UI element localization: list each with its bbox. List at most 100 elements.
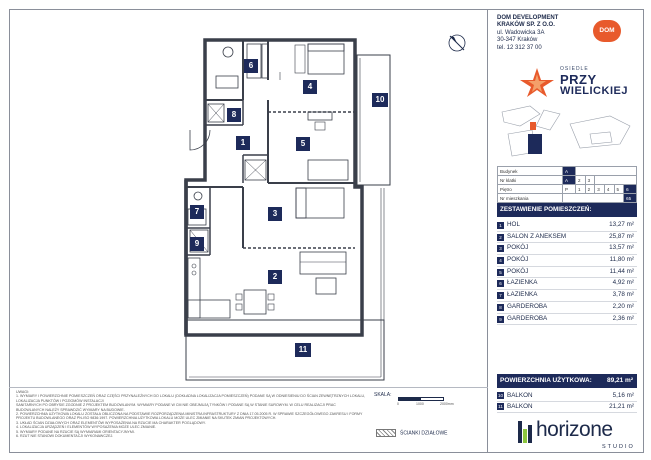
room-number: 7 [497, 292, 504, 300]
note-line: 2. POWIERZCHNIA UŻYTKOWA LOKALU ZOSTAŁA … [16, 412, 363, 417]
table-cell: 5 [613, 184, 625, 194]
room-number: 2 [497, 233, 504, 241]
balcony-name: BALKON [507, 403, 533, 410]
sheet-frame [9, 9, 644, 453]
room-number: 1 [497, 222, 504, 229]
bed [295, 187, 345, 219]
room-area: 11,44 m² [609, 267, 634, 275]
table-cell: 2 [575, 175, 586, 185]
notes-title: UWAGI: [16, 390, 30, 394]
note-line: 1. WYMIARY I POWIERZCHNIE POMIESZCZEŃ OR… [16, 394, 366, 403]
horizone-word: horizone [536, 418, 613, 441]
total-area-value: 89,21 m² [606, 377, 633, 384]
walls-legend-label: ŚCIANKI DZIAŁOWE [400, 430, 448, 437]
table-cell: A [562, 166, 576, 176]
room-label-7: 7 [190, 205, 204, 219]
table-cell: P [562, 184, 576, 194]
room-name: GARDEROBA [507, 314, 548, 322]
table-label: Nr klatki [497, 175, 563, 185]
balcony-name: BALKON [507, 392, 533, 399]
room-area: 4,92 m² [612, 279, 634, 287]
room-name: SALON Z ANEKSEM [507, 232, 567, 240]
balcony-area: 5,16 m² [612, 392, 634, 399]
total-area-bar: POWIERZCHNIA UŻYTKOWA: 89,21 m² [497, 374, 637, 388]
scale-tick-2: 2000mm [440, 402, 454, 406]
table-cell: A [562, 175, 576, 185]
entrance-door [189, 129, 211, 151]
room-number: 9 [497, 315, 504, 323]
notes-divider [9, 387, 488, 388]
balcony-number: 11 [497, 403, 504, 410]
scale-tick-0: 0 [397, 402, 399, 406]
scale-tick-1: 1000 [416, 402, 424, 406]
room-name: ŁAZIENKA [507, 279, 538, 287]
company-phone: tel. 12 312 37 00 [497, 44, 542, 51]
table-cell: 1 [575, 184, 586, 194]
panel-divider [487, 9, 488, 453]
table-row: Nr klatki A 2 3 [497, 175, 637, 185]
room-label-4: 4 [303, 80, 317, 94]
company-street: ul. Wadowicka 3A [497, 29, 545, 36]
table-cell: 3 [584, 175, 596, 185]
table-cell: 4 [603, 184, 615, 194]
balcony-11-outline [185, 319, 385, 381]
room-label-2: 2 [268, 270, 282, 284]
toilet [222, 46, 234, 58]
room-name: POKÓJ [507, 244, 529, 252]
apartment-info-table: Budynek A Nr klatki A 2 3 Piętro P 1 2 3… [497, 166, 637, 203]
table-cell: 65 [623, 193, 637, 203]
brand-wielickiej: WIELICKIEJ [560, 85, 628, 97]
table-row: Budynek A [497, 166, 637, 176]
company-name: DOM DEVELOPMENT [497, 15, 559, 21]
room-label-6: 6 [244, 59, 258, 73]
room-label-3: 3 [268, 207, 282, 221]
star-logo-icon [520, 68, 554, 97]
balcony-area: 21,21 m² [609, 403, 634, 410]
room-name: ŁAZIENKA [507, 291, 538, 299]
room-area: 2,20 m² [612, 302, 634, 310]
company-city: 30-347 Kraków [497, 37, 538, 44]
room-area: 2,36 m² [612, 314, 634, 322]
outer-wall [184, 38, 364, 337]
table-cell: 2 [584, 184, 596, 194]
room-area: 13,27 m² [609, 221, 634, 228]
site-minimap [501, 105, 631, 157]
brand-osiedle: OSIEDLE [560, 66, 589, 72]
note-line: 5. WYMIARY PODANE NA RZUCIE SĄ WYMIARAMI… [16, 429, 135, 434]
note-line: 3. UKŁAD ŚCIAN DZIAŁOWYCH ORAZ ELEMENTÓW… [16, 420, 206, 425]
kitchen-counter [187, 257, 201, 319]
room-label-1: 1 [236, 136, 250, 150]
notes: UWAGI: 1. WYMIARY I POWIERZCHNIE POMIESZ… [16, 390, 368, 438]
note-line: 6. RZUT NIE STANOWI DOKUMENTACJI WYKONAW… [16, 434, 114, 439]
horizone-studio: STUDIO [602, 444, 635, 450]
horizone-mark-icon [518, 421, 532, 443]
rooms-header: ZESTAWIENIE POMIESZCZEŃ: [497, 203, 637, 217]
brand-przy: PRZY [560, 72, 597, 87]
table-label: Budynek [497, 166, 563, 176]
company-info: DOM DEVELOPMENT KRAKÓW SP. Z O.O. ul. Wa… [497, 15, 558, 52]
room-area: 13,57 m² [609, 244, 634, 252]
room-number: 5 [497, 268, 504, 276]
room-label-10: 10 [372, 93, 388, 107]
wardrobe [207, 103, 225, 123]
note-line: PROJEKTU BUDOWLANEGO ORAZ PN-ISO 9836:19… [16, 416, 277, 421]
sofa [299, 251, 347, 275]
note-line: BUDOWLANYCH NALEŻY SPRAWDZIĆ WYMIARY NA … [16, 407, 125, 412]
scale-bar [398, 397, 444, 401]
hatch-swatch-icon [376, 429, 396, 437]
room-name: GARDEROBA [507, 302, 548, 310]
walls-legend: ŚCIANKI DZIAŁOWE [376, 429, 448, 437]
north-arrow-icon [448, 34, 466, 52]
room-number: 3 [497, 245, 504, 253]
